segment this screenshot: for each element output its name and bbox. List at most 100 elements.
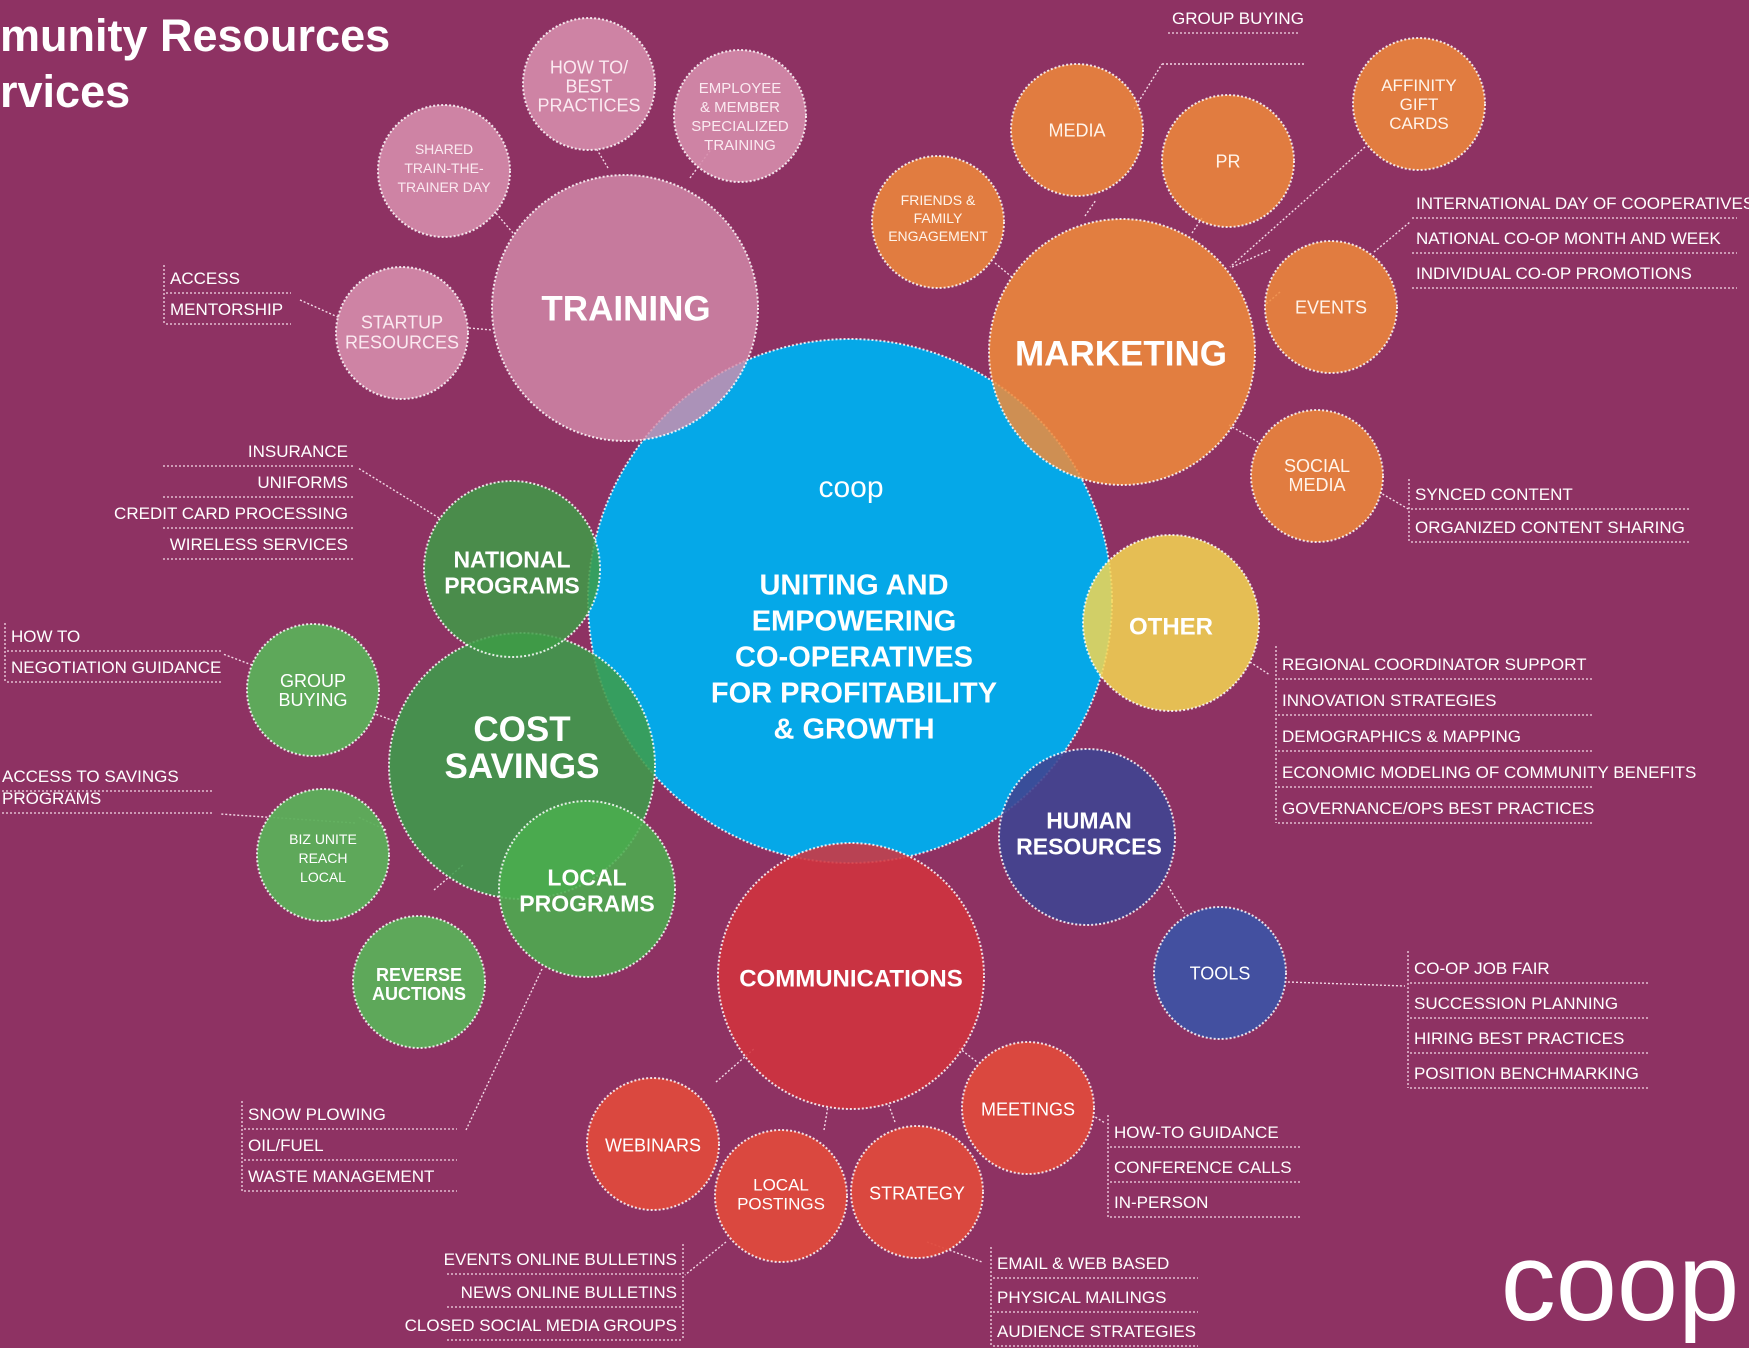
- strategy-list-item: AUDIENCE STRATEGIES: [997, 1322, 1196, 1341]
- center-message-label-line: UNITING AND: [759, 569, 948, 601]
- communications-hub-label-line: COMMUNICATIONS: [739, 966, 963, 993]
- other-list-item: DEMOGRAPHICS & MAPPING: [1282, 727, 1521, 746]
- pr-circle: [1161, 94, 1295, 228]
- group-buying-list-item: HOW TO: [11, 627, 80, 646]
- connector-line: [1378, 491, 1411, 511]
- strategy-label-line: STRATEGY: [869, 1183, 965, 1203]
- connector-line: [1231, 249, 1271, 268]
- how-to-best-practices-label-line: PRACTICES: [537, 95, 640, 115]
- connector-line: [1167, 885, 1186, 915]
- social-media-circle: [1250, 409, 1384, 543]
- connector-line: [595, 147, 609, 169]
- marketing-hub-label: MARKETING: [1015, 335, 1227, 374]
- bubble-circles: [246, 17, 1486, 1263]
- connector-line: [494, 211, 514, 234]
- social-media-label-line: MEDIA: [1288, 475, 1345, 495]
- affinity-gift-cards-circle: [1352, 37, 1486, 171]
- affinity-gift-cards-label-line: AFFINITY: [1381, 76, 1457, 95]
- biz-unite-list-item: PROGRAMS: [2, 789, 101, 808]
- affinity-gift-cards-label-line: CARDS: [1389, 114, 1449, 133]
- connector-line: [357, 467, 440, 519]
- tools-list-item: CO-OP JOB FAIR: [1414, 959, 1550, 978]
- national-programs-circle: [423, 480, 601, 658]
- center-logo-label-line: coop: [818, 471, 883, 504]
- local-postings-list-item: EVENTS ONLINE BULLETINS: [444, 1250, 677, 1269]
- affinity-gift-cards-label-line: GIFT: [1400, 95, 1439, 114]
- meetings-list-item: HOW-TO GUIDANCE: [1114, 1123, 1279, 1142]
- center-message-label-line: FOR PROFITABILITY: [711, 677, 997, 709]
- tools-list-item: HIRING BEST PRACTICES: [1414, 1029, 1624, 1048]
- center-message-label-line: & GROWTH: [773, 713, 934, 745]
- marketing-hub-label-line: MARKETING: [1015, 335, 1227, 374]
- events-list-item: INDIVIDUAL CO-OP PROMOTIONS: [1416, 264, 1692, 283]
- local-programs-hub-label-line: PROGRAMS: [519, 890, 654, 916]
- local-programs-list-item: WASTE MANAGEMENT: [248, 1167, 434, 1186]
- employee-training-label-line: EMPLOYEE: [699, 80, 782, 97]
- social-media-list-item: SYNCED CONTENT: [1415, 485, 1573, 504]
- other-hub-label-line: OTHER: [1129, 614, 1213, 641]
- connector-line: [1287, 981, 1406, 987]
- shared-trainer-day-label-line: SHARED: [415, 141, 473, 157]
- pr-label-line: PR: [1215, 151, 1240, 171]
- media-label-line: MEDIA: [1048, 120, 1105, 140]
- shared-trainer-day-label-line: TRAIN-THE-: [404, 160, 484, 176]
- connector-line: [715, 1047, 756, 1083]
- how-to-best-practices-label-line: BEST: [565, 76, 612, 96]
- meetings-list-item: CONFERENCE CALLS: [1114, 1158, 1292, 1177]
- biz-unite-list-item: ACCESS TO SAVINGS: [2, 767, 179, 786]
- strategy-list-item: PHYSICAL MAILINGS: [997, 1288, 1166, 1307]
- communications-hub-label: COMMUNICATIONS: [739, 966, 963, 993]
- page-title-line-2: rvices: [0, 66, 131, 117]
- connector-line: [1249, 661, 1271, 676]
- connector-line: [958, 1047, 978, 1063]
- connector-line: [994, 262, 1014, 279]
- national-programs-list-item: UNIFORMS: [257, 473, 348, 492]
- tools-circle: [1153, 906, 1287, 1040]
- page-title-line-1: munity Resources: [0, 10, 391, 61]
- tools-list-item: SUCCESSION PLANNING: [1414, 994, 1618, 1013]
- group-buying-list-item: NEGOTIATION GUIDANCE: [11, 658, 221, 677]
- biz-unite-label-line: BIZ UNITE: [289, 831, 357, 847]
- biz-unite-label-line: REACH: [298, 850, 347, 866]
- events-label: EVENTS: [1295, 297, 1367, 317]
- local-programs-list-item: SNOW PLOWING: [248, 1105, 386, 1124]
- center-message-label-line: EMPOWERING: [752, 605, 957, 637]
- employee-training-label-line: TRAINING: [704, 137, 776, 154]
- connector-line: [1228, 424, 1259, 443]
- social-media-list-item: ORGANIZED CONTENT SHARING: [1415, 518, 1685, 537]
- local-programs-hub-label-line: LOCAL: [547, 864, 626, 890]
- webinars-label-line: WEBINARS: [605, 1135, 701, 1155]
- connector-line: [1084, 199, 1097, 217]
- communications-circle: [717, 842, 985, 1110]
- connector-lines: [0, 32, 1737, 1347]
- training-hub-label: TRAINING: [541, 290, 710, 329]
- other-list-item: INNOVATION STRATEGIES: [1282, 691, 1496, 710]
- meetings-label-line: MEETINGS: [981, 1099, 1075, 1119]
- tools-label-line: TOOLS: [1190, 963, 1251, 983]
- webinars-circle: [586, 1077, 720, 1211]
- startup-resources-label-line: RESOURCES: [345, 332, 459, 352]
- human-resources-hub-label-line: RESOURCES: [1016, 833, 1162, 859]
- national-programs-hub-label-line: PROGRAMS: [444, 572, 579, 598]
- marketing-circle: [988, 218, 1256, 486]
- webinars-label: WEBINARS: [605, 1135, 701, 1155]
- other-list-item: GOVERNANCE/OPS BEST PRACTICES: [1282, 799, 1594, 818]
- human-resources-circle: [998, 748, 1176, 926]
- human-resources-hub-label-line: HUMAN: [1046, 807, 1132, 833]
- reverse-auctions-circle: [352, 915, 486, 1049]
- cost-savings-hub-label-line: COST: [473, 710, 570, 749]
- media-label: MEDIA: [1048, 120, 1105, 140]
- national-programs-list-item: WIRELESS SERVICES: [170, 535, 348, 554]
- strategy-circle: [850, 1125, 984, 1259]
